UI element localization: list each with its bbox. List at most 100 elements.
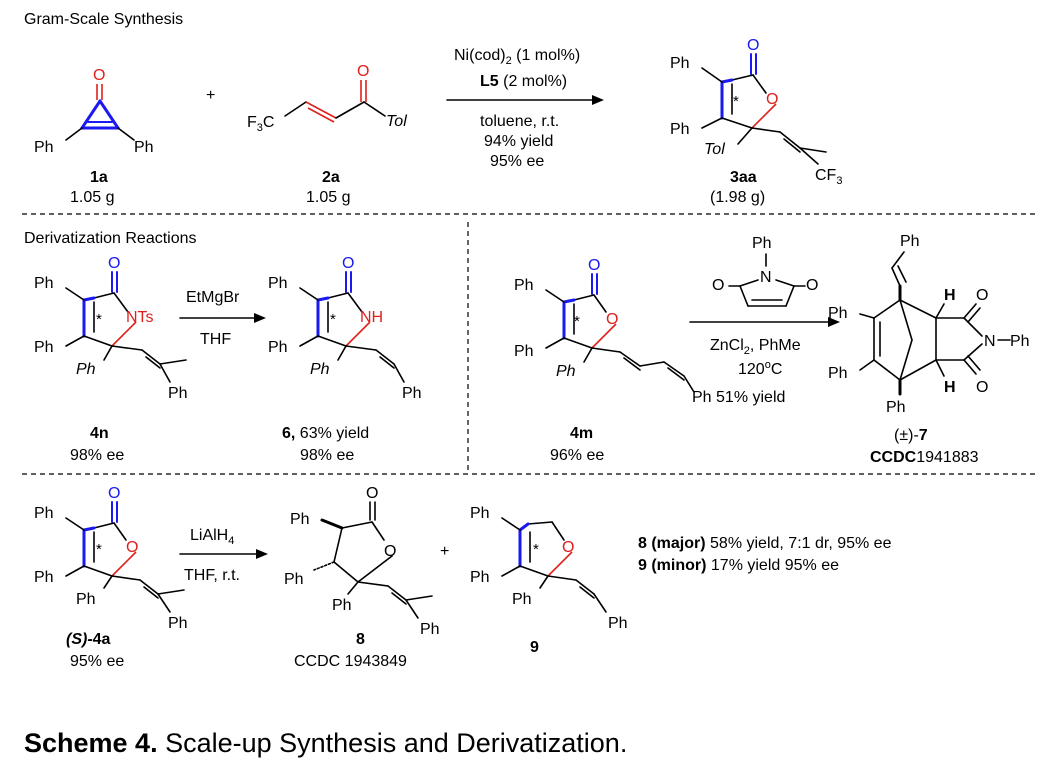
stereo-star: * <box>574 313 580 330</box>
stereo-star: * <box>96 541 102 558</box>
atom-ph: Ph <box>470 505 490 522</box>
atom-ph: Ph <box>332 597 352 614</box>
stereo-star: * <box>96 311 102 328</box>
compound-4m-ee: 96% ee <box>550 447 604 464</box>
atom-ph: Ph <box>608 615 628 632</box>
atom-o: O <box>976 379 988 396</box>
compound-4n-label: 4n <box>90 425 109 442</box>
reaction3-arrowhead <box>828 317 840 327</box>
atom-o: O <box>606 311 618 328</box>
atom-o: O <box>712 277 724 294</box>
atom-ph: Ph <box>34 569 54 586</box>
reaction2-reagent: EtMgBr <box>186 289 240 306</box>
atom-o: O <box>562 539 574 556</box>
compound-6-ee: 98% ee <box>300 447 354 464</box>
reaction4-conditions: THF, r.t. <box>184 567 240 584</box>
compound-4m-label: 4m <box>570 425 593 442</box>
compound-9-label: 9 <box>530 639 539 656</box>
compound-1a-mass: 1.05 g <box>70 189 114 206</box>
result-major: 8 (major) 58% yield, 7:1 dr, 95% ee <box>638 535 892 552</box>
atom-tol: Tol <box>386 113 407 130</box>
reaction3-temperature: 120oC <box>738 359 782 378</box>
reaction1-yield: 94% yield <box>484 133 553 150</box>
atom-ph: Ph <box>556 363 576 380</box>
atom-nh: NH <box>360 309 383 326</box>
reaction4-arrowhead <box>256 549 268 559</box>
atom-o: O <box>588 257 600 274</box>
result-minor: 9 (minor) 17% yield 95% ee <box>638 557 839 574</box>
atom-o: O <box>747 37 759 54</box>
atom-o: O <box>357 63 369 80</box>
atom-ph: Ph <box>752 235 772 252</box>
atom-ph: Ph <box>514 343 534 360</box>
compound-2a-mass: 1.05 g <box>306 189 350 206</box>
stereo-star: * <box>533 541 539 558</box>
compound-7-label: (±)-7 <box>894 427 928 444</box>
atom-o: O <box>93 67 105 84</box>
figure-caption: Scheme 4. Scale-up Synthesis and Derivat… <box>24 728 627 758</box>
atom-ph: Ph <box>290 511 310 528</box>
atom-ph: Ph <box>34 505 54 522</box>
compound-8-label: 8 <box>356 631 365 648</box>
atom-h: H <box>944 287 956 304</box>
atom-f3c: F3C <box>247 114 274 134</box>
reaction3-reagents: ZnCl2, PhMe <box>710 337 801 357</box>
compound-2a-label: 2a <box>322 169 340 186</box>
atom-ph: Ph <box>168 615 188 632</box>
atom-n: N <box>984 333 996 350</box>
maleimide-structure: Ph N O O <box>712 235 818 307</box>
stereo-star: * <box>330 311 336 328</box>
atom-o: O <box>342 255 354 272</box>
atom-o: O <box>384 543 396 560</box>
atom-ph: Ph <box>828 305 848 322</box>
atom-o: O <box>976 287 988 304</box>
compound-4a-label: (S)-4a <box>66 631 111 648</box>
compound-8-ccdc: CCDC 1943849 <box>294 653 407 670</box>
atom-ph: Ph <box>76 591 96 608</box>
compound-4n-structure: O NTs * Ph Ph Ph Ph <box>34 255 188 402</box>
atom-ph: Ph <box>670 55 690 72</box>
plus-sign: + <box>206 87 215 104</box>
compound-7-structure: Ph H H O O N Ph Ph Ph Ph <box>828 233 1030 416</box>
compound-3aa-label: 3aa <box>730 169 757 186</box>
reaction1-arrowhead <box>592 95 604 105</box>
atom-cf3: CF3 <box>815 167 842 187</box>
reaction2-solvent: THF <box>200 331 231 348</box>
compound-4a-structure: O O * Ph Ph Ph Ph <box>34 485 188 632</box>
compound-3aa-structure: O O * Ph Ph Tol CF3 <box>670 37 842 187</box>
compound-4n-ee: 98% ee <box>70 447 124 464</box>
atom-ph: Ph <box>76 361 96 378</box>
compound-4m-structure: O O * Ph Ph Ph <box>514 257 695 393</box>
reaction1-ligand: L5 (2 mol%) <box>480 73 567 90</box>
compound-3aa-mass: (1.98 g) <box>710 189 765 206</box>
atom-o: O <box>806 277 818 294</box>
atom-n: N <box>760 269 772 286</box>
atom-ph: Ph <box>886 399 906 416</box>
section-title-derivatization: Derivatization Reactions <box>24 230 197 247</box>
atom-ph: Ph <box>34 339 54 356</box>
atom-ph: Ph <box>512 591 532 608</box>
atom-ph: Ph <box>670 121 690 138</box>
atom-ph: Ph <box>268 275 288 292</box>
compound-7-ccdc: CCDC1941883 <box>870 449 979 466</box>
atom-o: O <box>366 485 378 502</box>
reaction2-arrowhead <box>254 313 266 323</box>
stereo-star: * <box>733 93 739 110</box>
compound-4a-ee: 95% ee <box>70 653 124 670</box>
atom-o: O <box>108 485 120 502</box>
atom-ph: Ph <box>34 275 54 292</box>
atom-o: O <box>766 91 778 108</box>
reaction1-ee: 95% ee <box>490 153 544 170</box>
compound-2a-structure: F3C O Tol <box>247 63 407 134</box>
atom-nts: NTs <box>126 309 154 326</box>
reaction1-catalyst: Ni(cod)2 (1 mol%) <box>454 47 580 67</box>
compound-9-structure: O * Ph Ph Ph Ph <box>470 505 628 632</box>
compound-8-structure: O O Ph Ph Ph Ph <box>284 485 440 638</box>
atom-ph: Ph <box>168 385 188 402</box>
plus-sign: + <box>440 543 449 560</box>
section-title-gram-scale: Gram-Scale Synthesis <box>24 11 183 28</box>
atom-h: H <box>944 379 956 396</box>
atom-ph: Ph <box>514 277 534 294</box>
